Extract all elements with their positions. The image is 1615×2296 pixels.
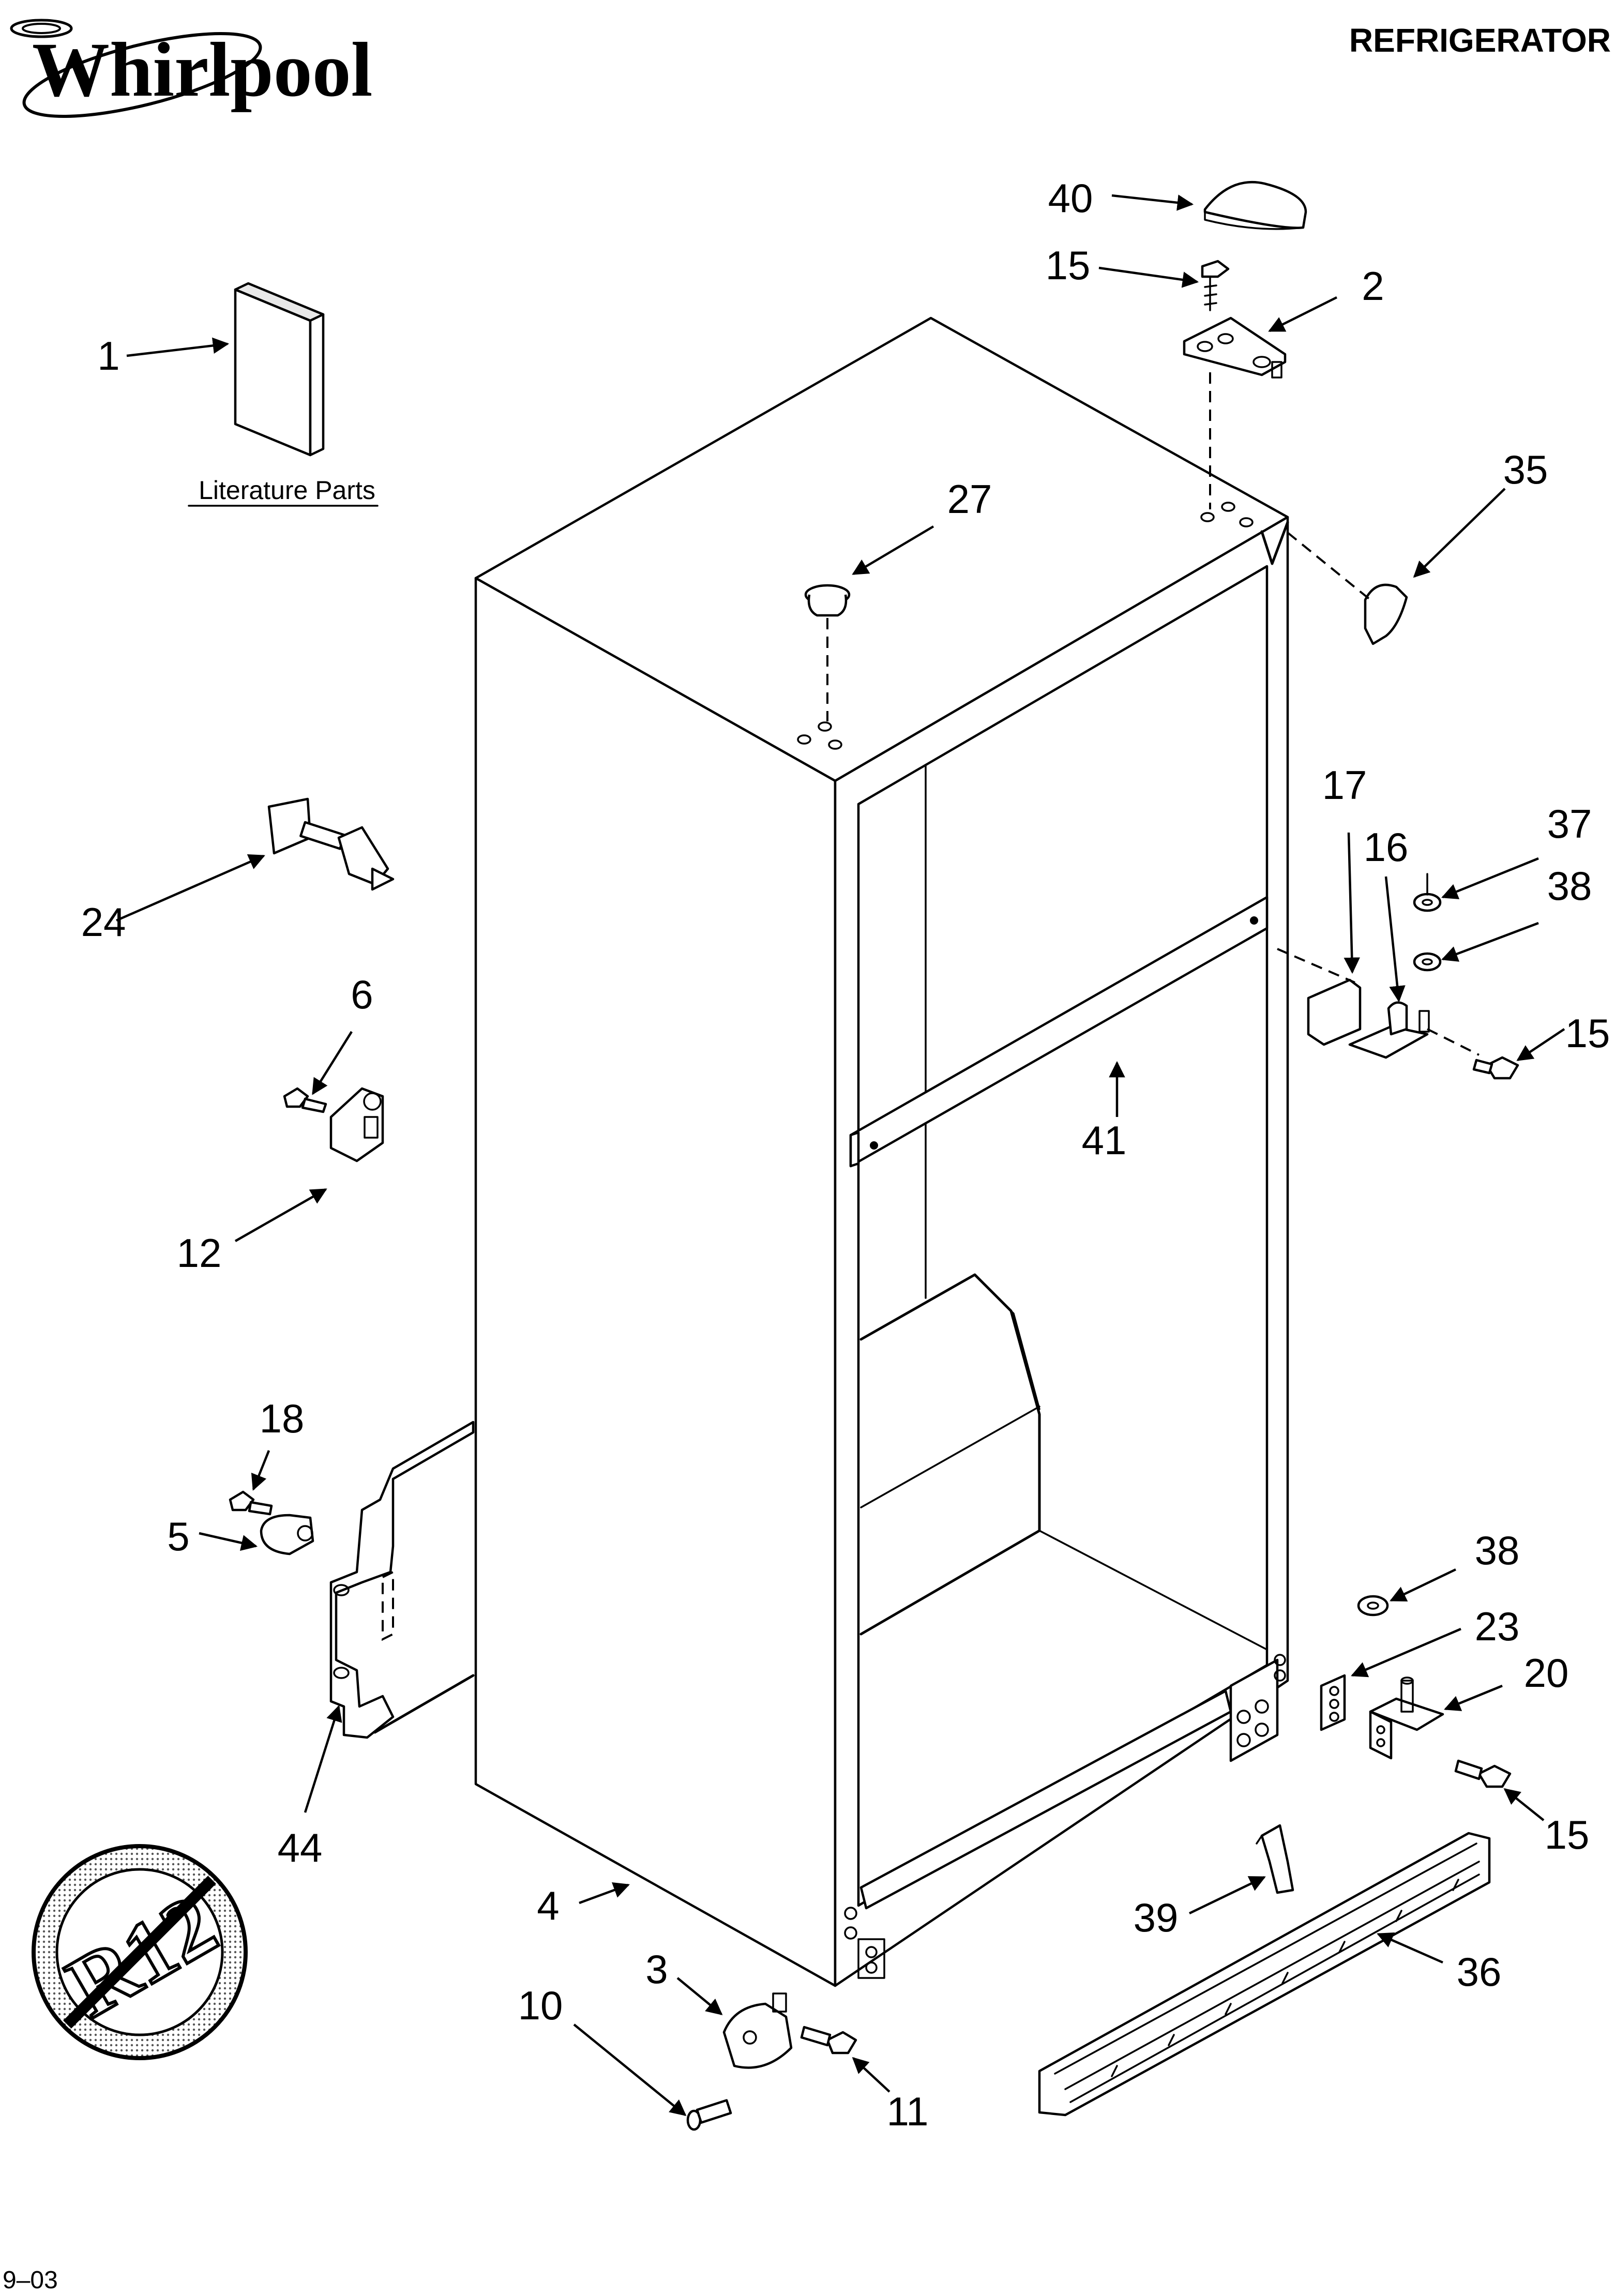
part-bottom-hinge-20 (1369, 1676, 1444, 1760)
callout-36: 36 (1457, 1949, 1502, 1995)
part-door-stop (267, 797, 395, 891)
part-hinge-cover (1287, 532, 1408, 645)
callout-5: 5 (167, 1514, 189, 1559)
callout-17: 17 (1322, 762, 1367, 808)
callout-15-top: 15 (1046, 243, 1091, 288)
callout-12: 12 (177, 1230, 222, 1276)
part-screw-18 (229, 1490, 273, 1516)
part-hinge-bracket-17 (1277, 948, 1362, 1046)
part-washer-38-lower (1357, 1595, 1389, 1617)
callout-10: 10 (518, 1983, 563, 2028)
part-plug (804, 584, 851, 721)
callout-39: 39 (1134, 1895, 1179, 1940)
part-center-hinge-16 (1348, 1001, 1480, 1059)
part-grille-36 (1038, 1832, 1491, 2117)
callout-6: 6 (351, 972, 373, 1017)
callout-2: 2 (1362, 263, 1384, 309)
callout-numbers: 1 2 3 4 5 6 10 11 12 15 15 15 15 16 17 1… (81, 175, 1610, 2134)
callout-41: 41 (1082, 1117, 1127, 1163)
part-clamp-5 (260, 1514, 314, 1555)
part-literature (234, 282, 325, 457)
page-title: REFRIGERATOR (1349, 22, 1611, 59)
callout-23: 23 (1475, 1604, 1520, 1649)
refrigerator-cabinet (474, 316, 1289, 1987)
literature-parts-label: Literature Parts (199, 476, 375, 505)
part-shim-23 (1320, 1674, 1346, 1731)
part-clip-39 (1256, 1824, 1294, 1894)
part-washer-38-upper (1413, 952, 1442, 972)
callout-16: 16 (1364, 824, 1409, 870)
callout-38-upper: 38 (1547, 863, 1592, 909)
callout-3: 3 (645, 1946, 668, 1992)
callout-15-middle: 15 (1565, 1010, 1610, 1056)
date-code: 9–03 (3, 2267, 58, 2294)
callout-15-lower: 15 (1545, 1812, 1590, 1857)
part-screw-6 (283, 1087, 327, 1113)
callout-20: 20 (1524, 1650, 1569, 1696)
part-screw-top (1201, 260, 1230, 311)
callout-44: 44 (278, 1825, 323, 1870)
callout-18: 18 (260, 1396, 305, 1441)
part-screw-lower (1454, 1759, 1512, 1788)
whirlpool-logo: Whirlpool (10, 19, 372, 118)
part-top-hinge (1183, 316, 1287, 509)
callout-11: 11 (887, 2089, 929, 2134)
brand-wordmark: Whirlpool (32, 27, 372, 113)
callout-1: 1 (97, 333, 119, 379)
leader-lines (116, 194, 1565, 2116)
part-leveler-3 (722, 1992, 793, 2069)
part-rear-panel (329, 1421, 475, 1739)
callout-27: 27 (947, 476, 992, 522)
part-pin-10 (686, 2099, 732, 2131)
part-hinge-cap (1203, 180, 1307, 230)
part-screw-11 (800, 2026, 857, 2055)
callout-4: 4 (537, 1883, 559, 1928)
callout-38-lower: 38 (1475, 1528, 1520, 1573)
callout-35: 35 (1503, 447, 1548, 492)
part-bracket-12 (329, 1087, 384, 1162)
no-r12-badge: R12 (32, 1844, 248, 2060)
callout-40: 40 (1048, 175, 1093, 221)
callout-37: 37 (1547, 801, 1592, 847)
callout-24: 24 (81, 899, 126, 945)
part-washer-37 (1413, 873, 1442, 912)
part-screw-middle (1472, 1056, 1519, 1080)
